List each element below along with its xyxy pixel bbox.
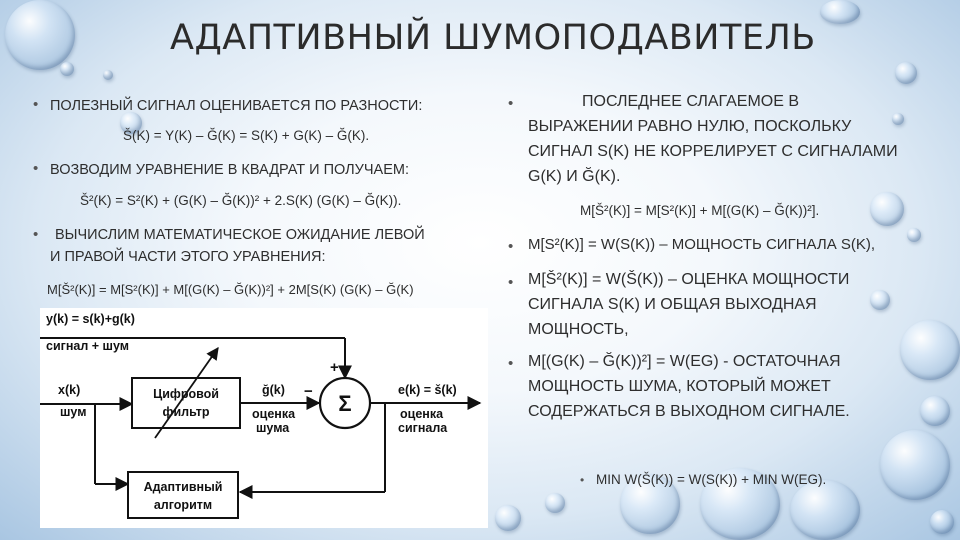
algo-label-1: Адаптивный	[144, 480, 223, 494]
right-bullet-3-line-3: МОЩНОСТЬ,	[528, 321, 629, 338]
water-drop	[930, 510, 954, 534]
right-bullet-1-line-1: ПОСЛЕДНЕЕ СЛАГАЕМОЕ В	[582, 93, 800, 110]
block-diagram-svg: y(k) = s(k)+g(k) сигнал + шум x(k) шум Ц…	[40, 312, 482, 519]
water-drop	[120, 112, 142, 134]
x-label: x(k)	[58, 383, 80, 397]
x-sub-label: шум	[60, 405, 86, 419]
plus-sign: +	[330, 359, 339, 376]
minus-sign: −	[304, 383, 313, 400]
filter-label-2: фильтр	[163, 405, 210, 419]
adaptation-arrow	[154, 346, 219, 439]
water-drop	[620, 474, 680, 534]
water-drop	[545, 493, 565, 513]
noise-canceller-diagram: y(k) = s(k)+g(k) сигнал + шум x(k) шум Ц…	[40, 308, 488, 528]
ek-sub-1: оценка	[400, 407, 444, 421]
left-formula-3: M[Š²(K)] = M[S²(K)] + M[(G(K) – Ğ(K))²] …	[47, 282, 414, 297]
adaptive-algorithm-block	[127, 471, 239, 519]
right-bullet-4-line-3: СОДЕРЖАТЬСЯ В ВЫХОДНОМ СИГНАЛЕ.	[528, 403, 850, 420]
bullet: •	[580, 473, 585, 487]
water-drop	[700, 468, 780, 540]
bullet: •	[508, 238, 514, 255]
gk-sub-2: шума	[256, 421, 290, 435]
water-drop	[907, 228, 921, 242]
right-bullet-1-line-3: СИГНАЛ S(K) НЕ КОРРЕЛИРУЕТ С СИГНАЛАМИ	[528, 143, 898, 160]
water-drop	[103, 70, 113, 80]
water-drop	[495, 505, 521, 531]
water-drop	[895, 62, 917, 84]
left-formula-1: Š(K) = Y(K) – Ğ(K) = S(K) + G(K) – Ğ(K).	[123, 128, 370, 143]
right-bullet-1-line-4: G(K) И Ğ(K).	[528, 168, 621, 185]
water-drop	[820, 0, 860, 24]
left-bullet-2: ВОЗВОДИМ УРАВНЕНИЕ В КВАДРАТ И ПОЛУЧАЕМ:	[50, 162, 409, 178]
bullet: •	[508, 355, 514, 372]
water-drop	[880, 430, 950, 500]
right-bullet-4-line-1: M[(G(K) – Ğ(K))²] = W(EG) - ОСТАТОЧНАЯ	[528, 353, 841, 370]
bullet: •	[508, 274, 514, 291]
right-bullet-4-line-2: МОЩНОСТЬ ШУМА, КОТОРЫЙ МОЖЕТ	[528, 378, 831, 395]
water-drop	[5, 0, 75, 70]
ek-label: e(k) = š(k)	[398, 383, 457, 397]
right-bullet-5: MIN W(Š(K)) = W(S(K)) + MIN W(EG).	[596, 472, 827, 487]
water-drop	[920, 396, 950, 426]
right-bullet-1-line-2: ВЫРАЖЕНИИ РАВНО НУЛЮ, ПОСКОЛЬКУ	[528, 118, 852, 135]
y-label: y(k) = s(k)+g(k)	[46, 312, 135, 326]
algo-label-2: алгоритм	[154, 498, 212, 512]
right-bullet-3-line-1: M[Š²(K)] = W(Š(K)) – ОЦЕНКА МОЩНОСТИ	[528, 271, 850, 288]
bullet: •	[33, 96, 39, 113]
right-bullet-2: M[S²(K)] = W(S(K)) – МОЩНОСТЬ СИГНАЛА S(…	[528, 236, 876, 253]
water-drop	[870, 290, 890, 310]
bullet: •	[33, 226, 39, 243]
left-bullet-1: ПОЛЕЗНЫЙ СИГНАЛ ОЦЕНИВАЕТСЯ ПО РАЗНОСТИ:	[50, 98, 423, 114]
water-drop	[892, 113, 904, 125]
sigma-symbol: Σ	[338, 391, 351, 416]
water-drop	[60, 62, 74, 76]
right-bullet-3-line-2: СИГНАЛА S(K) И ОБЩАЯ ВЫХОДНАЯ	[528, 296, 817, 313]
signal-noise-label: сигнал + шум	[46, 339, 129, 353]
left-formula-2: Š²(K) = S²(K) + (G(K) – Ğ(K))² + 2.S(K) …	[80, 193, 402, 208]
right-formula-1: M[Š²(K)] = M[S²(K)] + M[(G(K) – Ğ(K))²].	[580, 203, 820, 218]
slide-title: АДАПТИВНЫЙ ШУМОПОДАВИТЕЛЬ	[170, 18, 816, 58]
water-drop	[900, 320, 960, 380]
gk-sub-1: оценка	[252, 407, 296, 421]
left-bullet-3-line-1: ВЫЧИСЛИМ МАТЕМАТИЧЕСКОЕ ОЖИДАНИЕ ЛЕВОЙ	[55, 227, 425, 243]
water-drop	[870, 192, 904, 226]
ek-sub-2: сигнала	[398, 421, 448, 435]
bullet: •	[33, 160, 39, 177]
bullet: •	[508, 95, 514, 112]
water-drop	[790, 480, 860, 540]
left-bullet-3-line-2: И ПРАВОЙ ЧАСТИ ЭТОГО УРАВНЕНИЯ:	[50, 249, 326, 265]
digital-filter-block	[131, 377, 241, 429]
gk-label: ğ(k)	[262, 383, 285, 397]
